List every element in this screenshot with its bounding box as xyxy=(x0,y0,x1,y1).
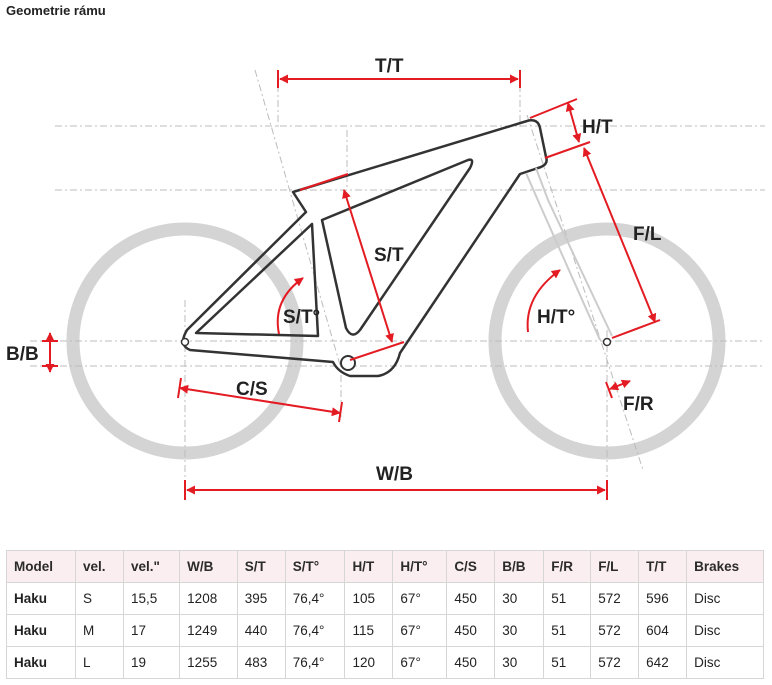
table-cell: L xyxy=(75,646,125,679)
label-ht: H/T xyxy=(582,117,613,138)
table-cell: Haku xyxy=(5,582,77,615)
table-cell: 19 xyxy=(123,646,181,679)
dim-head-tube-ext-top xyxy=(529,98,578,119)
table-cell: 51 xyxy=(543,646,592,679)
table-row: Haku L 19 1255 483 76,4° 120 67° 450 30 … xyxy=(5,646,764,679)
table-cell: 450 xyxy=(446,582,496,615)
rear-axle xyxy=(180,337,190,347)
table-cell: 105 xyxy=(344,582,394,615)
dim-seat-tube-tick-top xyxy=(299,173,349,191)
table-cell: Disc xyxy=(686,646,764,679)
column-header: Brakes xyxy=(686,550,764,583)
guide-steer-axis xyxy=(526,114,644,471)
table-cell: 67° xyxy=(392,646,448,679)
label-hta: H/T° xyxy=(537,307,575,328)
table-cell: 440 xyxy=(236,614,286,647)
label-bb: B/B xyxy=(6,344,39,365)
column-header: C/S xyxy=(446,550,496,583)
table-cell: 572 xyxy=(590,614,640,647)
table-cell: M xyxy=(75,614,125,647)
table-cell: 1208 xyxy=(179,582,238,615)
table-cell: 76,4° xyxy=(284,646,346,679)
table-cell: 1249 xyxy=(179,614,238,647)
column-header: Model xyxy=(5,550,77,583)
dim-fork-length xyxy=(582,147,657,323)
dim-fork-rake xyxy=(609,379,631,391)
table-cell: 1255 xyxy=(179,646,238,679)
frame-outline xyxy=(181,119,548,378)
table-cell: 15,5 xyxy=(123,582,181,615)
table-cell: 67° xyxy=(392,614,448,647)
table-cell: 483 xyxy=(236,646,286,679)
dim-head-tube xyxy=(565,102,582,143)
dim-chainstay-tick-left xyxy=(177,377,182,399)
table-cell: 450 xyxy=(446,646,496,679)
table-row: Haku M 17 1249 440 76,4° 115 67° 450 30 … xyxy=(5,614,764,647)
table-cell: 572 xyxy=(590,646,640,679)
dim-seat-tube xyxy=(342,189,394,343)
table-cell: 596 xyxy=(638,582,688,615)
table-cell: 642 xyxy=(638,646,688,679)
table-cell: 30 xyxy=(494,582,545,615)
column-header: H/T xyxy=(344,550,394,583)
table-cell: Haku xyxy=(5,646,77,679)
axles xyxy=(180,337,612,371)
geometry-table: Model vel. vel." W/B S/T S/T° H/T H/T° C… xyxy=(5,550,764,679)
guide-seat-axis xyxy=(254,69,341,366)
column-header: W/B xyxy=(179,550,238,583)
frame-geometry-diagram: T/T H/T F/L S/T S/T° H/T° B/B C/S F/R W/… xyxy=(6,56,765,500)
dim-seat-angle-arc xyxy=(276,277,304,335)
column-header: S/T xyxy=(236,550,286,583)
dimension-labels: T/T H/T F/L S/T S/T° H/T° B/B C/S F/R W/… xyxy=(6,56,662,485)
label-fr: F/R xyxy=(623,394,654,415)
table-cell: 51 xyxy=(543,582,592,615)
front-axle xyxy=(602,337,612,347)
table-header-row: Model vel. vel." W/B S/T S/T° H/T H/T° C… xyxy=(5,550,764,583)
table-cell: 30 xyxy=(494,646,545,679)
dim-seat-tube-tick-bottom xyxy=(349,341,405,361)
label-tt: T/T xyxy=(375,56,404,77)
label-st: S/T xyxy=(374,245,404,266)
table-cell: 76,4° xyxy=(284,582,346,615)
table-cell: 120 xyxy=(344,646,394,679)
column-header: vel." xyxy=(123,550,181,583)
fork-back xyxy=(525,172,601,341)
table-cell: 604 xyxy=(638,614,688,647)
table-cell: 67° xyxy=(392,582,448,615)
dim-fork-length-tick xyxy=(611,319,661,339)
table-cell: 395 xyxy=(236,582,286,615)
column-header: F/L xyxy=(590,550,640,583)
table-cell: 450 xyxy=(446,614,496,647)
dim-head-tube-ext-bottom xyxy=(544,141,591,159)
column-header: vel. xyxy=(75,550,125,583)
frame-inner-rear-triangle xyxy=(194,222,320,338)
label-sta: S/T° xyxy=(283,307,320,328)
column-header: T/T xyxy=(638,550,688,583)
table-cell: 115 xyxy=(344,614,394,647)
table-cell: Disc xyxy=(686,614,764,647)
column-header: S/T° xyxy=(284,550,346,583)
table-cell: 572 xyxy=(590,582,640,615)
table-cell: 30 xyxy=(494,614,545,647)
table-cell: 17 xyxy=(123,614,181,647)
column-header: F/R xyxy=(543,550,592,583)
dim-head-angle-arc xyxy=(526,269,561,333)
dim-chainstay-tick-right xyxy=(338,401,343,423)
column-header: H/T° xyxy=(392,550,448,583)
table-cell: Haku xyxy=(5,614,77,647)
table-cell: S xyxy=(75,582,125,615)
table-row: Haku S 15,5 1208 395 76,4° 105 67° 450 3… xyxy=(5,582,764,615)
label-cs: C/S xyxy=(236,379,268,400)
dim-fork-rake-tick xyxy=(605,381,613,399)
table-cell: Disc xyxy=(686,582,764,615)
dimension-lines xyxy=(42,70,661,500)
table-cell: 76,4° xyxy=(284,614,346,647)
column-header: B/B xyxy=(494,550,545,583)
dim-chainstay xyxy=(179,384,341,417)
label-wb: W/B xyxy=(376,464,413,485)
table-cell: 51 xyxy=(543,614,592,647)
label-fl: F/L xyxy=(633,224,662,245)
page-title: Geometrie rámu xyxy=(6,3,106,18)
